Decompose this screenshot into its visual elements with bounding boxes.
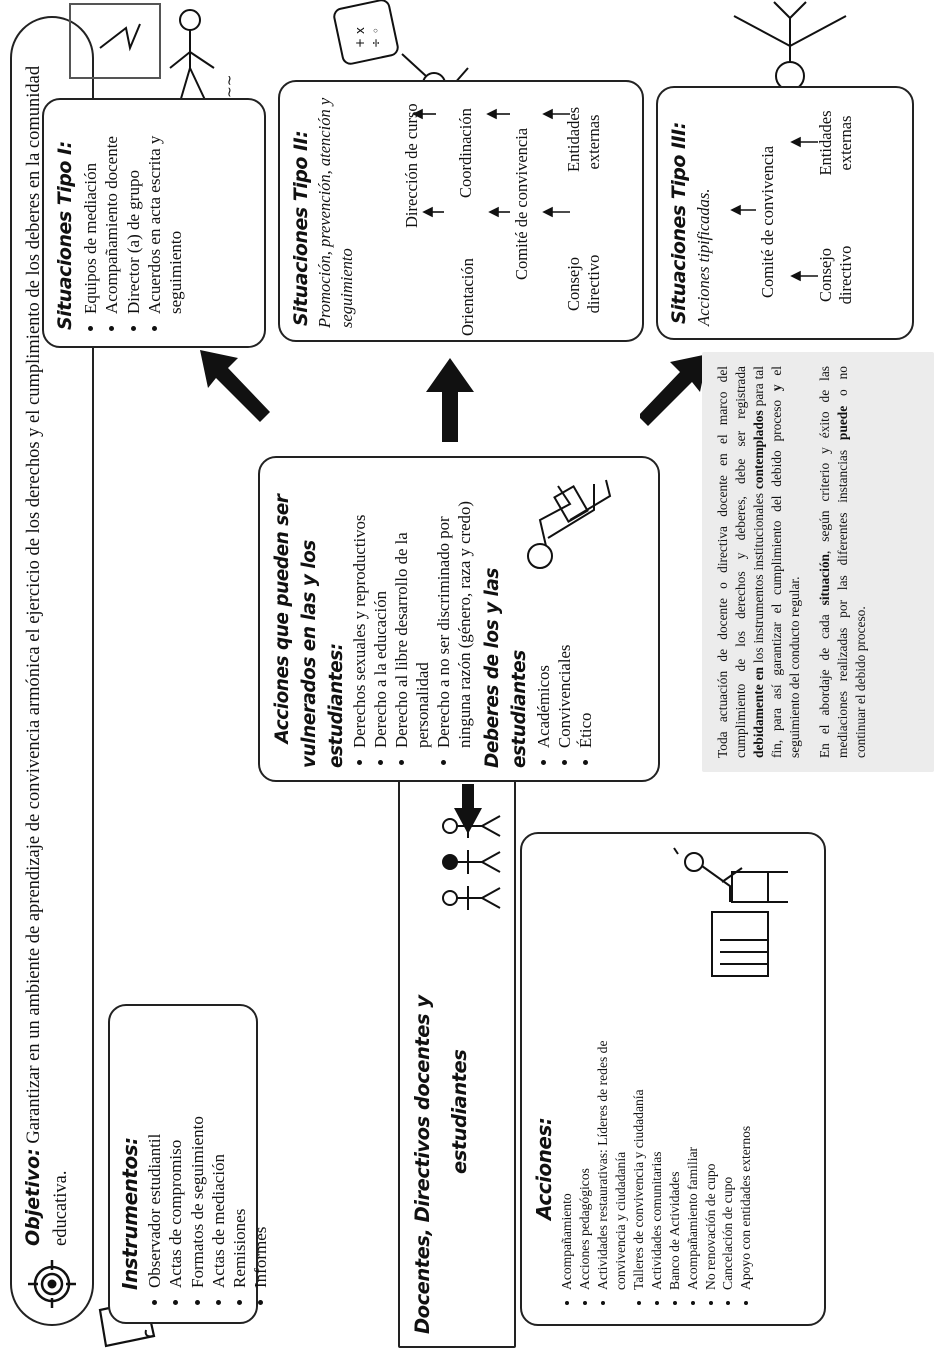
objective-box: Objetivo: Garantizar en un ambiente de a…	[10, 16, 94, 1326]
arrow-to-tipo3-icon	[640, 354, 708, 426]
standing-figure-icon	[733, 1, 847, 91]
tipo1-box: Situaciones Tipo I: Equipos de mediación…	[42, 98, 266, 348]
list-item: No renovación de cupo	[702, 990, 720, 1290]
instrumentos-list: Observador estudiantil Actas de compromi…	[144, 1020, 272, 1308]
acciones-title: Acciones:	[532, 1117, 556, 1220]
list-item: Derecho a la educación	[371, 470, 392, 748]
instrumentos-box: Instrumentos: Observador estudiantil Act…	[108, 1004, 270, 1324]
svg-text:~~: ~~	[222, 75, 238, 98]
note-text: Toda actuación de docente o directiva do…	[715, 366, 748, 758]
center-title-2: vulnerados en las y los estudiantes:	[298, 540, 347, 768]
tipo2-box: Situaciones Tipo II: Promoción, prevenci…	[278, 80, 644, 342]
list-item: Derechos sexuales y reproductivos	[350, 470, 371, 748]
note-paragraph-1: Toda actuación de docente o directiva do…	[714, 366, 804, 758]
desk-figure-icon	[673, 847, 788, 977]
note-bold: y	[768, 384, 784, 392]
note-bold: situación	[816, 554, 832, 606]
note-bold: contemplados	[750, 410, 766, 490]
list-item: Acompañamiento docente	[101, 112, 122, 314]
tipo3-flow-arrows	[730, 136, 818, 282]
tipo2-flow-arrows	[412, 108, 570, 218]
acciones-list: Acompañamiento Acciones pedagógicos Acti…	[558, 990, 755, 1310]
mediation-figure-icon: ~~	[69, 3, 238, 103]
arrow-to-tipo2-icon	[426, 358, 474, 442]
rights-list: Derechos sexuales y reproductivos Derech…	[350, 470, 476, 768]
note-bold: en	[750, 667, 766, 681]
tipo3-box: Situaciones Tipo III: Acciones tipificad…	[656, 86, 914, 340]
note-paragraph-2: En el abordaje de cada situación, según …	[816, 366, 870, 758]
tipo1-list: Equipos de mediación Acompañamiento doce…	[80, 112, 186, 334]
note-text: En el abordaje de cada	[816, 614, 832, 758]
tipo1-title: Situaciones Tipo I:	[54, 141, 76, 330]
note-bold: puede	[834, 405, 850, 441]
list-item: Talleres de convivencia y ciudadanía	[630, 990, 648, 1290]
arrow-to-tipo1-icon	[200, 350, 270, 422]
svg-text:+ x: + x	[353, 27, 367, 48]
acciones-box: Acciones: Acompañamiento Acciones pedagó…	[520, 832, 826, 1326]
list-item: Actas de mediación	[208, 1020, 229, 1288]
list-item: Banco de Actividades	[666, 990, 684, 1290]
docentes-title-1: Docentes, Directivos docentes y	[411, 995, 434, 1334]
center-box: Acciones que pueden ser vulnerados en la…	[258, 456, 660, 782]
note-text: los instrumentos institucionales	[750, 493, 766, 664]
list-item: Equipos de mediación	[80, 112, 101, 314]
note-box: Toda actuación de docente o directiva do…	[702, 352, 934, 772]
list-item: Actas de compromiso	[165, 1020, 186, 1288]
list-item: Formatos de seguimiento	[187, 1020, 208, 1288]
center-title-1: Acciones que pueden ser	[272, 494, 293, 744]
target-icon	[28, 1260, 76, 1308]
list-item: Informes	[250, 1020, 271, 1288]
list-item: Cancelación de cupo	[719, 990, 737, 1290]
reading-figure-icon	[527, 479, 612, 569]
objective-label: Objetivo:	[22, 1148, 44, 1246]
list-item: Director (a) de grupo	[123, 112, 144, 314]
list-item: Acciones pedagógicos	[576, 990, 594, 1290]
list-item: Apoyo con entidades externos	[737, 990, 755, 1290]
svg-text:÷ ◦: ÷ ◦	[369, 27, 383, 48]
note-bold: debidamente	[750, 684, 766, 758]
list-item: Derecho a no ser discriminado por ningun…	[434, 470, 476, 748]
arrow-up-left-icon	[454, 784, 482, 834]
list-item: Actividades restaurativas: Líderes de re…	[594, 990, 630, 1291]
list-item: Acompañamiento	[558, 990, 576, 1290]
list-item: Acompañamiento familiar	[684, 990, 702, 1290]
list-item: Derecho al libre desarrollo de la person…	[392, 470, 434, 748]
list-item: Observador estudiantil	[144, 1020, 165, 1288]
instrumentos-title: Instrumentos:	[118, 1137, 142, 1290]
list-item: Acuerdos en acta escrita y seguimiento	[144, 112, 187, 314]
list-item: Actividades comunitarias	[648, 990, 666, 1290]
list-item: Remisiones	[229, 1020, 250, 1288]
